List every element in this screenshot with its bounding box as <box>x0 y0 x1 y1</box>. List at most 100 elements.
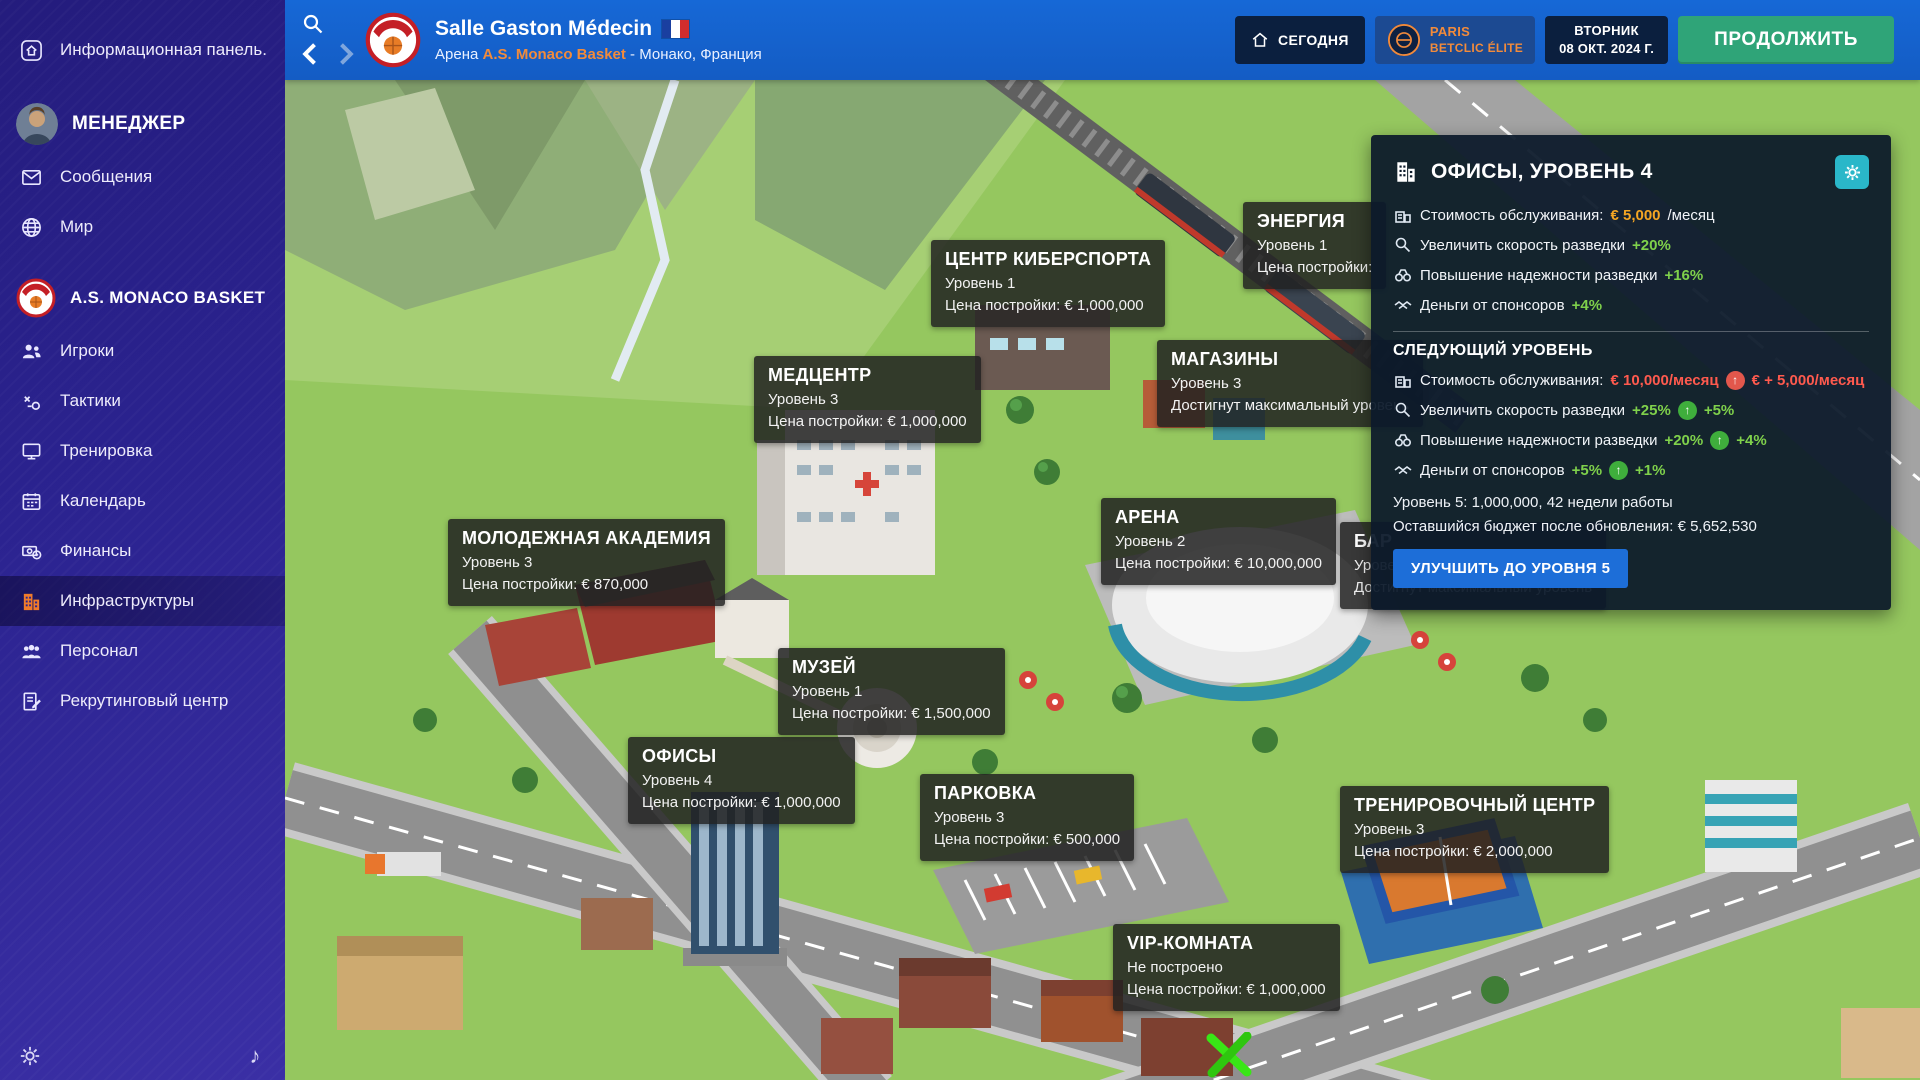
train <box>1133 173 1235 258</box>
city-map-viewport[interactable]: ЭНЕРГИЯ Уровень 1 Цена постройки: ЦЕНТР … <box>285 80 1920 1080</box>
building-tooltip-vip-room[interactable]: VIP-КОМНАТА Не построено Цена постройки:… <box>1113 924 1340 1011</box>
next-level-cost-info: Уровень 5: 1,000,000, 42 недели работы <box>1393 494 1673 511</box>
date-label: 08 ОКТ. 2024 Г. <box>1559 41 1655 56</box>
building-tooltip-parking[interactable]: ПАРКОВКА Уровень 3 Цена постройки: € 500… <box>920 774 1135 861</box>
sidebar-item-training[interactable]: Тренировка <box>0 426 285 476</box>
panel-divider <box>1393 331 1869 332</box>
building-info-panel: ОФИСЫ, УРОВЕНЬ 4 Стоимость обслуживания:… <box>1371 135 1891 610</box>
back-arrow-icon[interactable] <box>297 40 325 68</box>
increase-arrow-icon: ↑ <box>1725 370 1745 390</box>
building-tooltip-offices[interactable]: ОФИСЫ Уровень 4 Цена постройки: € 1,000,… <box>628 737 855 824</box>
today-button[interactable]: СЕГОДНЯ <box>1235 16 1365 64</box>
sidebar-item-dashboard[interactable]: Информационная панель. <box>0 22 285 78</box>
increase-arrow-icon: ↑ <box>1710 430 1730 450</box>
subtitle-suffix: - Монако, Франция <box>630 46 762 63</box>
maintenance-icon <box>1393 370 1413 390</box>
building-name: ПАРКОВКА <box>934 783 1037 803</box>
panel-settings-button[interactable] <box>1835 155 1869 189</box>
continue-button[interactable]: ПРОДОЛЖИТЬ <box>1678 16 1894 64</box>
building-tooltip-arena[interactable]: АРЕНА Уровень 2 Цена постройки: € 10,000… <box>1101 498 1336 585</box>
settings-gear-icon[interactable] <box>16 1042 44 1070</box>
building-tooltip-training-center[interactable]: ТРЕНИРОВОЧНЫЙ ЦЕНТР Уровень 3 Цена постр… <box>1340 786 1610 873</box>
building-name: МЕДЦЕНТР <box>768 365 872 385</box>
stat-delta: € + 5,000/месяц <box>1751 371 1865 389</box>
sidebar-item-messages[interactable]: Сообщения <box>0 152 285 202</box>
calendar-icon <box>16 486 46 516</box>
sidebar-item-finance[interactable]: Финансы <box>0 526 285 576</box>
sidebar-item-label: Мир <box>60 217 94 236</box>
today-label: СЕГОДНЯ <box>1278 32 1349 48</box>
sidebar-footer: ♪ <box>0 1042 285 1070</box>
stat-value: +20% <box>1632 236 1671 254</box>
panel-header: ОФИСЫ, УРОВЕНЬ 4 <box>1393 155 1869 189</box>
music-icon[interactable]: ♪ <box>249 1043 261 1068</box>
offices-building-icon <box>1393 159 1419 185</box>
sidebar-item-world[interactable]: Мир <box>0 202 285 252</box>
subtitle-prefix: Арена <box>435 46 479 63</box>
trees <box>413 396 1607 1004</box>
building-level: Уровень 3 <box>1354 821 1425 838</box>
building-tooltip-medcenter[interactable]: МЕДЦЕНТР Уровень 3 Цена постройки: € 1,0… <box>754 356 981 443</box>
building-tooltip-museum[interactable]: МУЗЕЙ Уровень 1 Цена постройки: € 1,500,… <box>778 648 1005 735</box>
stat-row-scout-reliability: Повышение надежности разведки +16% <box>1393 265 1869 285</box>
stat-label: Повышение надежности разведки <box>1420 266 1658 284</box>
sidebar-item-tactics[interactable]: Тактики <box>0 376 285 426</box>
building-tooltip-esports[interactable]: ЦЕНТР КИБЕРСПОРТА Уровень 1 Цена построй… <box>931 240 1166 327</box>
sidebar-item-label: Информационная панель. <box>60 40 267 59</box>
stat-delta: +4% <box>1736 431 1767 449</box>
sidebar-item-calendar[interactable]: Календарь <box>0 476 285 526</box>
header-controls: СЕГОДНЯ PARIS BETCLIC ÉLITE ВТОР <box>1235 16 1894 64</box>
league-badge[interactable]: PARIS BETCLIC ÉLITE <box>1374 16 1536 64</box>
building-name: VIP-КОМНАТА <box>1127 933 1254 953</box>
home-icon <box>1251 31 1269 49</box>
next-stat-row-scout-reliability: Повышение надежности разведки +20% ↑ +4% <box>1393 430 1869 450</box>
increase-arrow-icon: ↑ <box>1677 400 1697 420</box>
building-level: Уровень 3 <box>462 554 533 571</box>
france-flag-icon <box>662 20 690 38</box>
remaining-budget-info: Оставшийся бюджет после обновления: € 5,… <box>1393 518 1757 535</box>
sidebar-item-players[interactable]: Игроки <box>0 326 285 376</box>
messages-icon <box>16 162 46 192</box>
search-icon[interactable] <box>301 12 325 36</box>
sidebar-item-label: Игроки <box>60 341 115 360</box>
sidebar-section-club[interactable]: A.S. MONACO BASKET <box>0 270 285 326</box>
stat-value: +5% <box>1571 461 1603 479</box>
subtitle-club-link[interactable]: A.S. Monaco Basket <box>482 46 626 63</box>
top-bar: Salle Gaston Médecin Арена A.S. Monaco B… <box>285 0 1920 80</box>
panel-title: ОФИСЫ, УРОВЕНЬ 4 <box>1431 160 1653 183</box>
forward-arrow-icon[interactable] <box>331 40 359 68</box>
mountains <box>285 80 1065 410</box>
building-name: ЦЕНТР КИБЕРСПОРТА <box>945 249 1152 269</box>
club-logo <box>365 12 421 68</box>
home-icon <box>16 35 46 65</box>
sidebar-section-manager[interactable]: МЕНЕДЖЕР <box>0 96 285 152</box>
stat-delta: +1% <box>1635 461 1666 479</box>
building-level: Уровень 1 <box>1257 237 1328 254</box>
sidebar-section-title: A.S. MONACO BASKET <box>70 288 266 307</box>
building-level: Уровень 1 <box>945 275 1016 292</box>
sidebar-item-staff[interactable]: Персонал <box>0 626 285 676</box>
building-price: Цена постройки: € 1,000,000 <box>1127 980 1326 998</box>
sidebar-item-recruitment[interactable]: Рекрутинговый центр <box>0 676 285 726</box>
globe-icon <box>16 212 46 242</box>
scout-reliability-icon <box>1393 265 1413 285</box>
building-tooltip-energy[interactable]: ЭНЕРГИЯ Уровень 1 Цена постройки: <box>1243 202 1387 289</box>
sponsors-icon <box>1393 295 1413 315</box>
stat-label: Увеличить скорость разведки <box>1420 236 1626 254</box>
scout-reliability-icon <box>1393 430 1413 450</box>
building-tooltip-academy[interactable]: МОЛОДЕЖНАЯ АКАДЕМИЯ Уровень 3 Цена постр… <box>448 519 726 606</box>
building-name: ЭНЕРГИЯ <box>1257 211 1345 231</box>
building-price: Цена постройки: € 1,500,000 <box>792 704 991 722</box>
players-icon <box>16 336 46 366</box>
upgrade-button[interactable]: УЛУЧШИТЬ ДО УРОВНЯ 5 <box>1393 549 1629 588</box>
building-name: АРЕНА <box>1115 507 1180 527</box>
sidebar-item-label: Тренировка <box>60 441 153 460</box>
sidebar-item-label: Рекрутинговый центр <box>60 691 229 710</box>
sponsors-icon <box>1393 460 1413 480</box>
increase-arrow-icon: ↑ <box>1609 460 1629 480</box>
sidebar-item-infrastructure[interactable]: Инфраструктуры <box>0 576 285 626</box>
infrastructure-icon <box>16 586 46 616</box>
sidebar-section-title: МЕНЕДЖЕР <box>72 113 186 134</box>
stat-value: € 5,000 <box>1610 206 1661 224</box>
next-stat-row-sponsors: Деньги от спонсоров +5% ↑ +1% <box>1393 460 1869 480</box>
